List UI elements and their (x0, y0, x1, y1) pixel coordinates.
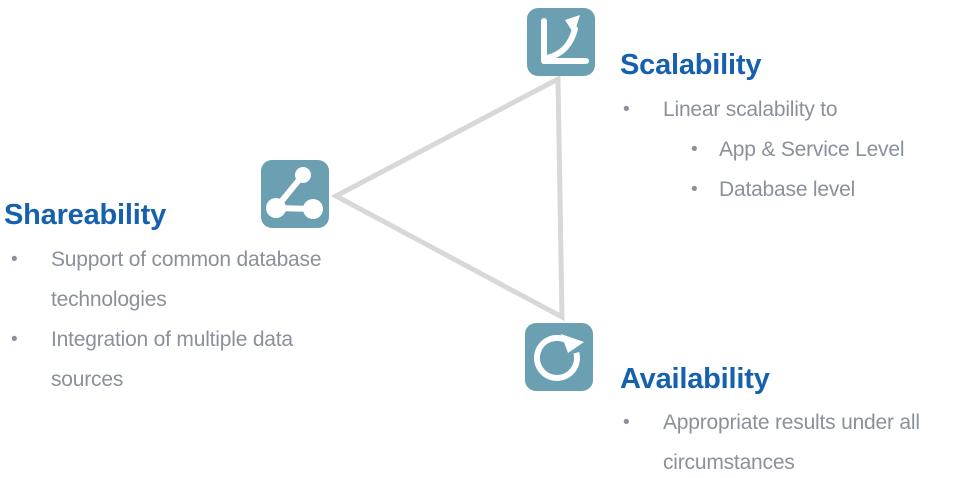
scalability-title: Scalability (620, 49, 762, 81)
availability-icon-tile (525, 323, 593, 391)
scalability-icon-tile (527, 8, 595, 76)
share-network-icon (266, 167, 323, 219)
bullet-text: Support of common database technologies (51, 248, 322, 311)
shareability-bullet-list: • Support of common database technologie… (8, 240, 348, 400)
bullet-marker: • (623, 412, 630, 433)
shareability-icon-tile (261, 160, 329, 228)
bullet-marker: • (623, 99, 630, 120)
bullet-marker: • (11, 249, 18, 270)
shareability-title: Shareability (4, 199, 166, 231)
bullet-text: App & Service Level (719, 138, 905, 161)
bullet-item: • Linear scalability to (620, 90, 904, 130)
scalability-bullet-list: • Linear scalability to • App & Service … (620, 90, 905, 210)
bullet-text: Linear scalability to (663, 98, 838, 121)
triangle-outline (330, 74, 565, 322)
availability-title: Availability (620, 363, 770, 395)
bullet-item: • Support of common database technologie… (8, 240, 348, 320)
bullet-item: • App & Service Level (620, 130, 905, 170)
bullet-marker: • (691, 179, 698, 200)
bullet-item: • Integration of multiple data sources (8, 320, 348, 400)
bullet-item: • Database level (620, 170, 904, 210)
bullet-text: Integration of multiple data sources (51, 328, 293, 391)
bullet-item: • Appropriate results under all circumst… (620, 403, 961, 478)
bullet-text: Appropriate results under all circumstan… (663, 411, 920, 474)
availability-bullet-list: • Appropriate results under all circumst… (620, 403, 961, 478)
growth-chart-icon (541, 15, 589, 64)
bullet-text: Database level (719, 178, 856, 201)
bullet-marker: • (691, 139, 698, 160)
bullet-marker: • (11, 329, 18, 350)
refresh-circle-icon (534, 334, 584, 381)
